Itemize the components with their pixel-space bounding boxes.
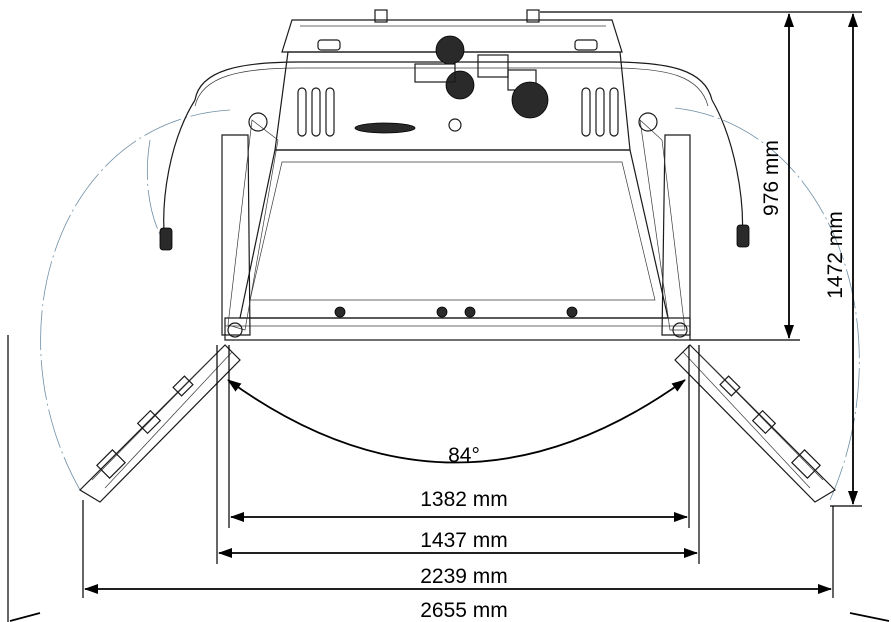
right-hose — [711, 99, 744, 241]
left-frame-post — [221, 134, 251, 336]
width-1437-label: 1437 mm — [420, 529, 508, 552]
height-outer-label: 1472 mm — [824, 211, 847, 299]
vents-right — [581, 87, 619, 137]
top-bracket-right — [526, 9, 540, 23]
left-arm-pivot — [248, 112, 268, 132]
vertical-dimensions: 976 mm 1472 mm — [540, 11, 862, 507]
angle-arc — [227, 379, 686, 464]
left-hose — [163, 99, 196, 246]
vents-left — [297, 87, 335, 137]
right-wing — [674, 344, 836, 503]
angle-label: 84° — [448, 444, 480, 467]
right-hinge — [672, 322, 688, 338]
right-frame-post — [661, 134, 691, 336]
top-housing — [281, 19, 623, 53]
left-hinge — [227, 322, 243, 338]
handle-right — [574, 39, 598, 51]
dim-line-2655-left — [9, 612, 41, 622]
width-1382-label: 1382 mm — [420, 488, 508, 511]
main-chassis — [239, 149, 669, 319]
left-arm — [227, 119, 279, 331]
width-2655-label: 2655 mm — [420, 599, 508, 622]
height-inner-label: 976 mm — [760, 140, 783, 216]
right-arm-pivot — [638, 112, 658, 132]
right-hose-end — [736, 224, 750, 248]
right-arm — [639, 119, 686, 331]
handle-left — [317, 39, 341, 51]
left-hose-end — [159, 227, 173, 251]
main-chassis-inner — [249, 161, 656, 301]
top-bracket-left — [374, 9, 388, 23]
machine-frame — [79, 9, 836, 503]
angle-dimension: 84° — [227, 379, 686, 467]
horizontal-dimensions: 1382 mm 1437 mm 2239 mm 2655 mm — [7, 335, 890, 622]
left-swing-arc — [40, 109, 231, 491]
width-2239-label: 2239 mm — [420, 565, 508, 588]
left-wing — [79, 344, 241, 503]
lower-bolts — [334, 306, 578, 318]
bottom-beam — [224, 317, 691, 341]
dim-line-2655-right — [849, 612, 890, 622]
pump-assembly — [354, 35, 549, 134]
